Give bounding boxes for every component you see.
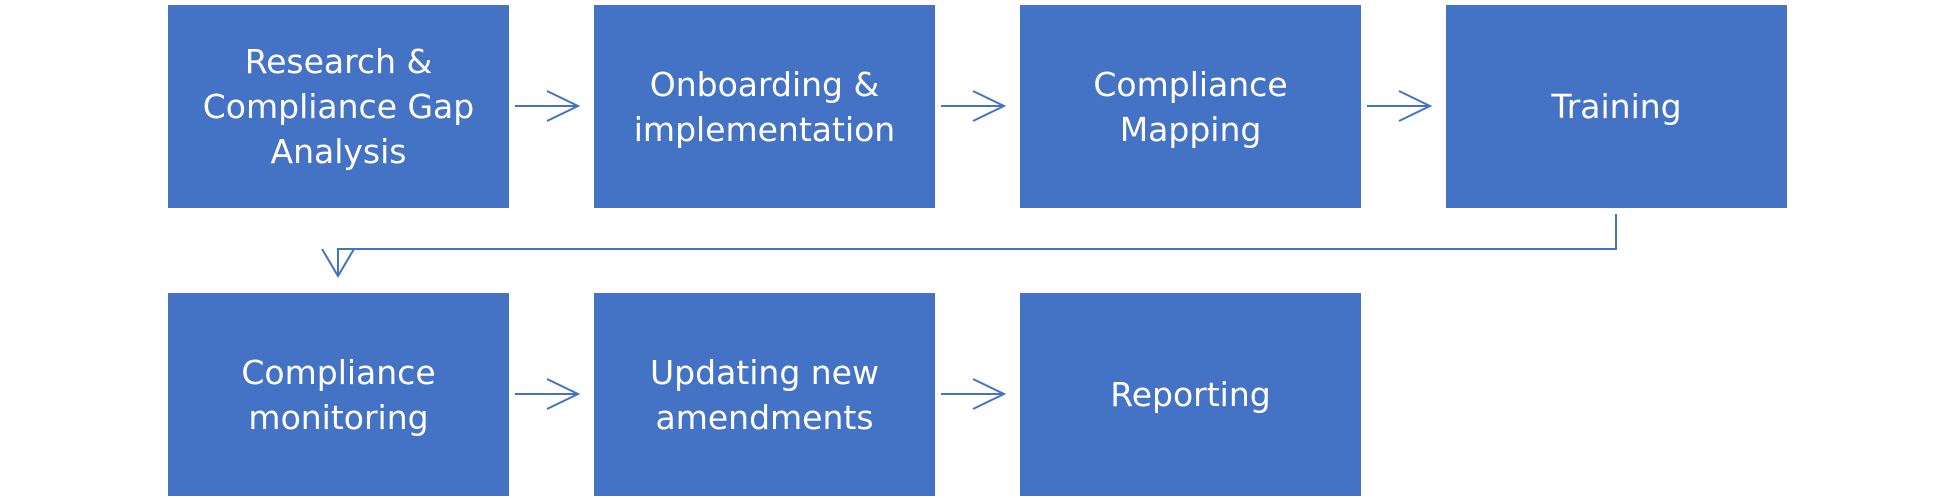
step-label: Updating new amendments <box>650 352 879 437</box>
step-training: Training <box>1446 5 1787 208</box>
step-label: Training <box>1551 87 1682 126</box>
step-label: Compliance monitoring <box>241 352 436 437</box>
step-reporting: Reporting <box>1020 293 1361 496</box>
step-label: Research & Compliance Gap Analysis <box>202 42 475 171</box>
step-label: Reporting <box>1110 375 1271 414</box>
step-label: Compliance Mapping <box>1093 64 1288 149</box>
step-compliance-monitoring: Compliance monitoring <box>168 293 509 496</box>
step-onboarding-implementation: Onboarding & implementation <box>594 5 935 208</box>
arrow-3-to-4 <box>1367 90 1433 122</box>
arrow-6-to-7 <box>941 378 1007 410</box>
step-compliance-mapping: Compliance Mapping <box>1020 5 1361 208</box>
elbow-arrow-4-to-5 <box>321 214 1617 278</box>
step-updating-amendments: Updating new amendments <box>594 293 935 496</box>
step-label: Onboarding & implementation <box>633 64 896 149</box>
arrow-5-to-6 <box>515 378 581 410</box>
arrow-1-to-2 <box>515 90 581 122</box>
arrow-2-to-3 <box>941 90 1007 122</box>
step-research-gap-analysis: Research & Compliance Gap Analysis <box>168 5 509 208</box>
